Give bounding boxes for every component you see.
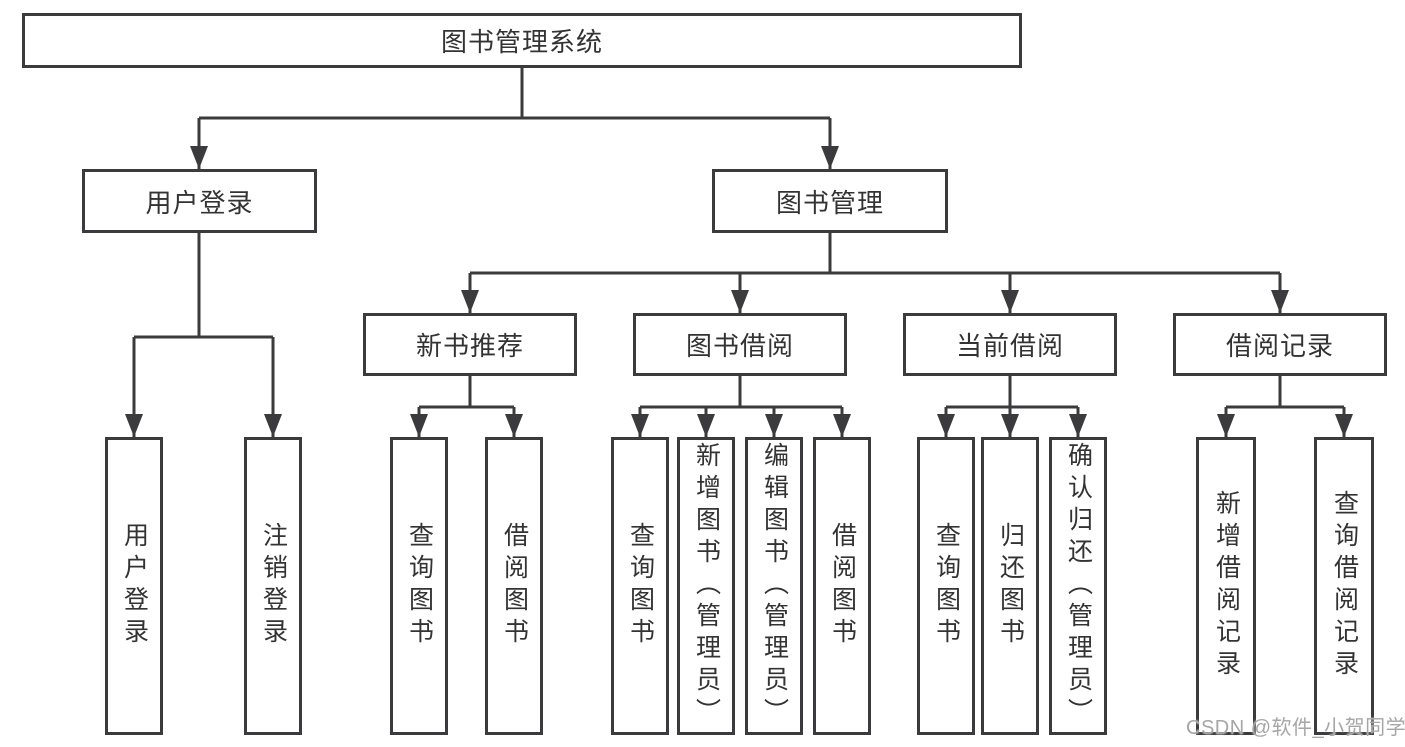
node-label: 用户登录 (120, 522, 149, 650)
arrowhead-icon (1069, 414, 1087, 437)
arrowhead-icon (1001, 414, 1019, 437)
node-user-login-leaf: 用户登录 (105, 437, 163, 735)
node-label: 借阅图书 (828, 522, 857, 650)
node-book-borrow: 图书借阅 (633, 313, 847, 376)
node-current-borrow: 当前借阅 (903, 313, 1117, 376)
node-label: 借阅图书 (500, 522, 529, 650)
node-label: 图书管理系统 (440, 27, 603, 57)
node-label: 当前借阅 (955, 331, 1064, 361)
node-label: 编辑图书（管理员） (760, 442, 789, 730)
node-label: 归还图书 (996, 522, 1025, 650)
arrowhead-icon (731, 290, 749, 313)
node-logout-leaf: 注销登录 (244, 437, 302, 735)
node-label: 确认归还（管理员） (1064, 442, 1093, 730)
node-br-query: 查询借阅记录 (1314, 437, 1374, 735)
arrowhead-icon (697, 414, 715, 437)
node-br-add: 新增借阅记录 (1196, 437, 1256, 735)
arrowhead-icon (505, 414, 523, 437)
node-cb-query: 查询图书 (917, 437, 975, 735)
node-label: 新书推荐 (415, 331, 524, 361)
arrowhead-icon (631, 414, 649, 437)
node-cb-return: 归还图书 (981, 437, 1039, 735)
node-label: 用户登录 (145, 187, 254, 218)
node-bb-query: 查询图书 (611, 437, 669, 735)
node-book-mgmt: 图书管理 (712, 169, 948, 233)
node-bb-add: 新增图书（管理员） (677, 437, 735, 735)
node-root: 图书管理系统 (22, 13, 1022, 68)
node-label: 借阅记录 (1225, 331, 1334, 361)
node-label: 注销登录 (259, 522, 288, 650)
arrowhead-icon (461, 290, 479, 313)
node-nb-query: 查询图书 (390, 437, 448, 735)
node-cb-confirm: 确认归还（管理员） (1049, 437, 1107, 735)
node-label: 新增借阅记录 (1212, 490, 1241, 682)
csdn-watermark: CSDN @软件_小贺同学 (1186, 717, 1405, 739)
arrowhead-icon (833, 414, 851, 437)
arrowhead-icon (765, 414, 783, 437)
arrowhead-icon (1335, 414, 1353, 437)
node-label: 查询借阅记录 (1330, 490, 1359, 682)
node-bb-borrow: 借阅图书 (813, 437, 871, 735)
node-nb-borrow: 借阅图书 (485, 437, 543, 735)
node-borrow-records: 借阅记录 (1173, 313, 1387, 376)
node-label: 查询图书 (405, 522, 434, 650)
arrowhead-icon (1001, 290, 1019, 313)
node-label: 新增图书（管理员） (692, 442, 721, 730)
arrowhead-icon (125, 414, 143, 437)
node-label: 查询图书 (626, 522, 655, 650)
arrowhead-icon (190, 146, 208, 169)
node-new-book-rec: 新书推荐 (363, 313, 577, 376)
node-label: 图书管理 (775, 187, 884, 218)
arrowhead-icon (264, 414, 282, 437)
arrowhead-icon (937, 414, 955, 437)
arrowhead-icon (821, 146, 839, 169)
node-user-login: 用户登录 (82, 169, 317, 233)
node-bb-edit: 编辑图书（管理员） (745, 437, 803, 735)
arrowhead-icon (1217, 414, 1235, 437)
arrowhead-icon (410, 414, 428, 437)
node-label: 查询图书 (932, 522, 961, 650)
arrowhead-icon (1271, 290, 1289, 313)
node-label: 图书借阅 (685, 331, 794, 361)
